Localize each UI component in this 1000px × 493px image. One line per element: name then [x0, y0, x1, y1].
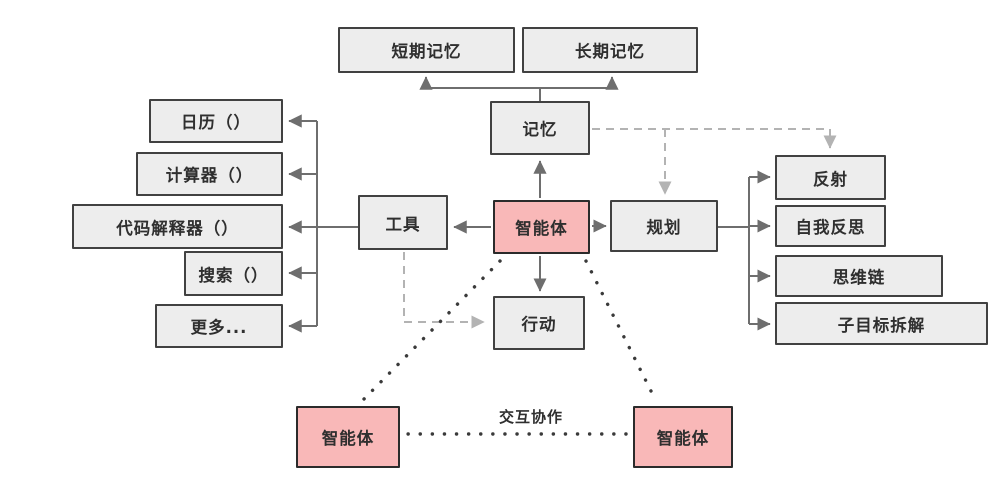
node-more-tools: 更多...	[155, 304, 283, 348]
node-self-reflection: 自我反思	[775, 205, 886, 247]
node-code-interpreter-tool: 代码解释器（）	[72, 204, 283, 249]
tools-branch-connector	[288, 114, 358, 333]
node-action: 行动	[493, 296, 585, 350]
node-calendar-tool: 日历（）	[149, 99, 283, 143]
multi-agent-dotted-connector	[362, 259, 657, 436]
node-search-tool: 搜索（）	[184, 251, 283, 296]
node-planning: 规划	[610, 200, 718, 252]
node-long-term-memory: 长期记忆	[522, 27, 698, 73]
planning-branch-connector	[718, 170, 771, 331]
node-chain-of-thought: 思维链	[775, 255, 943, 297]
node-calculator-tool: 计算器（）	[136, 152, 283, 196]
node-memory: 记忆	[490, 101, 590, 155]
collaboration-edge-label: 交互协作	[499, 408, 564, 426]
agent-radial-connectors	[453, 160, 607, 292]
node-tools: 工具	[358, 195, 448, 250]
node-reflection: 反射	[775, 155, 886, 200]
node-agent-center: 智能体	[493, 200, 590, 254]
node-short-term-memory: 短期记忆	[338, 27, 515, 73]
node-subgoal-decomposition: 子目标拆解	[775, 302, 988, 345]
memory-feedback-dashed-connector	[592, 128, 837, 195]
node-agent-bottom-right: 智能体	[633, 406, 733, 468]
memory-to-memories-connector	[419, 76, 619, 101]
node-agent-bottom-left: 智能体	[296, 406, 400, 468]
tools-action-dashed-connector	[403, 252, 485, 329]
